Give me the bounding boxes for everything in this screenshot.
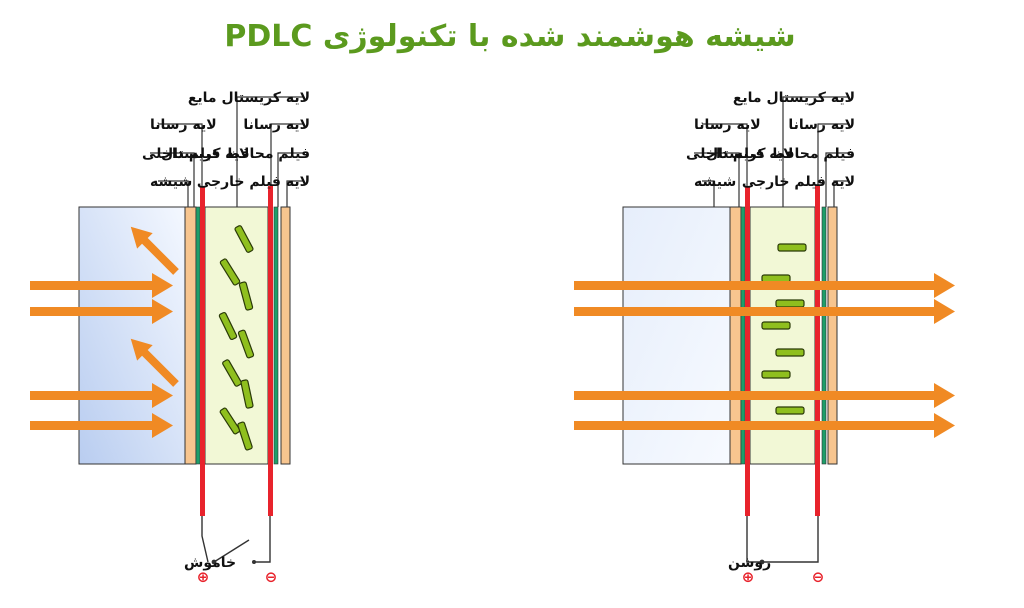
crystal-particle <box>222 359 242 387</box>
label-outer-film-layer: لایه فیلم خارجی <box>197 174 310 190</box>
light-arrow <box>30 413 173 438</box>
crystal-particle <box>219 407 241 435</box>
crystal-particle <box>761 274 791 283</box>
diagram-title: شیشه هوشمند شده با تکنولوژی PDLC <box>224 19 795 54</box>
switch-state-on: روشن <box>728 555 771 571</box>
light-rays-blocked <box>30 226 179 438</box>
light-arrow <box>30 299 173 324</box>
crystal-particle <box>237 329 255 359</box>
conductive-strip <box>195 206 201 465</box>
crystal-particle <box>237 421 253 451</box>
crystal-particle <box>234 225 254 253</box>
label-inner-film-layer: لایه فیلم داخلی <box>142 146 249 162</box>
crystal-particles <box>218 225 255 451</box>
light-rays-transmitted <box>574 273 955 438</box>
label-conductive-layer: لایه رسانا <box>694 117 761 133</box>
conductive-strip <box>273 206 279 465</box>
label-crystal-protective-film: فیلم محافظ کریستال <box>706 146 855 162</box>
electrode-negative <box>815 186 820 516</box>
crystal-particle <box>240 379 254 409</box>
label-crystal-protective-film: فیلم محافظ کریستال <box>161 146 310 162</box>
circuit-open-switch <box>201 516 271 565</box>
label-liquid-crystal-layer: لایه کریستال مایع <box>733 90 855 106</box>
crystal-particle <box>775 299 805 308</box>
crystal-particle <box>775 348 805 357</box>
light-arrow <box>30 383 173 408</box>
label-conductive-layer: لایه رسانا <box>150 117 217 133</box>
label-liquid-crystal-layer: لایه کریستال مایع <box>188 90 310 106</box>
circuit-closed-switch <box>746 516 819 565</box>
switch-state-off: خاموش <box>184 555 236 571</box>
label-leaders <box>694 96 848 207</box>
label-inner-film-layer: لایه فیلم داخلی <box>686 146 793 162</box>
crystal-particle <box>219 258 241 286</box>
light-arrow <box>574 413 955 438</box>
scattered-arrow <box>130 338 179 387</box>
crystal-particle <box>761 321 791 330</box>
crystal-particles <box>761 243 807 415</box>
label-outer-film-layer: لایه فیلم خارجی <box>742 174 855 190</box>
inner-film-layer <box>184 206 197 465</box>
terminal-negative: ⊖ <box>265 568 278 586</box>
label-glass: شیشه <box>150 174 192 190</box>
crystal-particle <box>761 370 791 379</box>
crystal-particle <box>777 243 807 252</box>
label-conductive-layer: لایه رسانا <box>788 117 855 133</box>
conductive-strip <box>821 206 827 465</box>
scattered-arrow <box>130 226 179 275</box>
electrode-positive <box>745 186 750 516</box>
panel-off: لایه رسانا لایه فیلم داخلی شیشه لایه کری… <box>30 90 310 586</box>
crystal-particle <box>218 311 238 341</box>
electrode-positive <box>200 186 205 516</box>
label-glass: شیشه <box>694 174 736 190</box>
outer-film-layer <box>827 206 838 465</box>
outer-film-layer <box>280 206 291 465</box>
electrode-negative <box>268 186 273 516</box>
terminal-negative: ⊖ <box>812 568 825 586</box>
label-leaders <box>150 96 303 207</box>
light-arrow <box>574 299 955 324</box>
panel-on: لایه کریستال مایع لایه رسانا فیلم محافظ … <box>574 90 955 586</box>
label-conductive-layer: لایه رسانا <box>243 117 310 133</box>
light-arrow <box>574 383 955 408</box>
crystal-particle <box>775 406 805 415</box>
terminal-positive: ⊕ <box>197 568 210 586</box>
light-arrow <box>574 273 955 298</box>
light-arrow <box>30 273 173 298</box>
crystal-particle <box>238 281 254 311</box>
terminal-positive: ⊕ <box>742 568 755 586</box>
